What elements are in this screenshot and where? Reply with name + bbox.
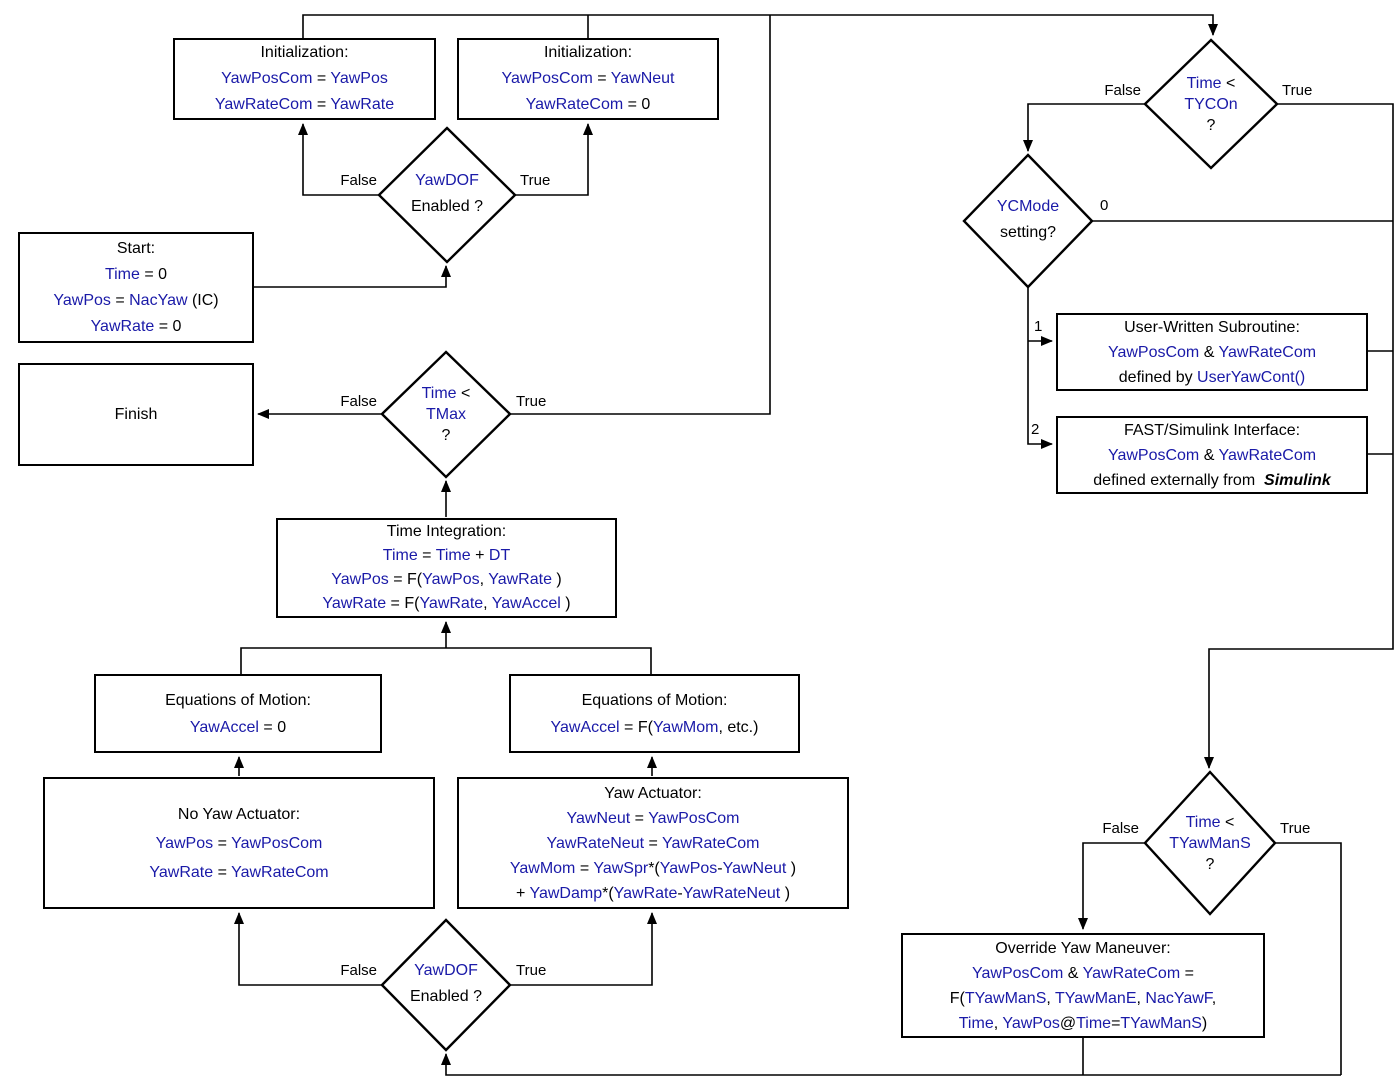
edge-label-yawdof-bottom-true: True (516, 962, 547, 979)
edge-label-tycon-true: True (1282, 82, 1313, 99)
connector-tmax-true-up (509, 15, 771, 415)
text-line: Override Yaw Maneuver: (995, 939, 1171, 957)
text-line: YawPosCom & YawRateCom = (972, 964, 1194, 982)
text-line: F(TYawManS, TYawManE, NacYawF, (949, 989, 1217, 1007)
text-line: YawPos = NacYaw (IC) (53, 291, 219, 309)
text-line: YawPosCom = YawNeut (501, 70, 675, 87)
text-line: YawPos = YawPosCom (155, 834, 323, 852)
box-simulink-interface: FAST/Simulink Interface: YawPosCom & Yaw… (1056, 416, 1368, 494)
connector-yawdof2-true-yawact (509, 912, 657, 986)
edge-label-ycmode-2: 2 (1031, 421, 1040, 438)
connector-ycmode-branch-2 (1027, 286, 1053, 449)
decision-yawdof-bottom (380, 918, 512, 1052)
box-override-yaw-maneuver: Override Yaw Maneuver: YawPosCom & YawRa… (901, 933, 1265, 1038)
connector-start-to-yawdof (253, 265, 451, 288)
connector-yawdof-true-init-right (514, 123, 593, 196)
box-start: Start: Time = 0 YawPos = NacYaw (IC) Yaw… (18, 232, 254, 343)
connector-yawdof2-false-noyaw (234, 912, 383, 986)
text-line: YawPosCom & YawRateCom (1107, 446, 1317, 464)
text-line: YawAccel = 0 (189, 718, 287, 736)
text-line: YawPos = F(YawPos, YawRate ) (331, 571, 562, 588)
text-line: YawPosCom = YawPos (221, 70, 388, 87)
text-line: YawRateCom = 0 (525, 96, 651, 113)
edge-label-tmax-true: True (516, 393, 547, 410)
connector-right-rail-to-tyawmans (1204, 103, 1394, 769)
text-line: Initialization: (260, 44, 349, 61)
text-line: YawNeut = YawPosCom (566, 809, 740, 827)
edge-label-yawdof-top-false: False (340, 172, 377, 189)
text-line: Yaw Actuator: (604, 784, 702, 802)
edge-label-tyawmans-false: False (1102, 820, 1139, 837)
text-line: Time Integration: (386, 523, 507, 540)
box-finish: Finish (18, 363, 254, 466)
edge-label-yawdof-top-true: True (520, 172, 551, 189)
edge-label-tycon-false: False (1104, 82, 1141, 99)
box-initialization-left: Initialization: YawPosCom = YawPos YawRa… (173, 38, 436, 120)
box-time-integration: Time Integration: Time = Time + DT YawPo… (276, 518, 617, 618)
text-line: Finish (114, 405, 158, 423)
text-line: defined by UserYawCont() (1118, 368, 1306, 386)
text-line: Initialization: (543, 44, 633, 61)
text-line: Time = 0 (104, 265, 168, 283)
decision-ycmode (962, 153, 1094, 289)
text-line: Time, YawPos@Time=TYawManS) (958, 1014, 1208, 1032)
text-line: YawRate = F(YawRate, YawAccel ) (322, 595, 571, 612)
box-no-yaw-actuator: No Yaw Actuator: YawPos = YawPosCom YawR… (43, 777, 435, 909)
text-line: YawAccel = F(YawMom, etc.) (550, 718, 759, 736)
edge-label-yawdof-bottom-false: False (340, 962, 377, 979)
box-initialization-right: Initialization: YawPosCom = YawNeut YawR… (457, 38, 719, 120)
box-user-subroutine: User-Written Subroutine: YawPosCom & Yaw… (1056, 313, 1368, 391)
edge-label-tmax-false: False (340, 393, 377, 410)
edge-label-ycmode-0: 0 (1100, 197, 1109, 214)
connector-eom-merge (240, 647, 652, 675)
decision-yawdof-top (377, 126, 517, 264)
text-line: Equations of Motion: (581, 691, 728, 709)
text-line: YawPosCom & YawRateCom (1107, 343, 1317, 361)
connector-top-loop-rail (302, 14, 1218, 42)
text-line: Time = Time + DT (382, 547, 511, 564)
text-line: YawMom = YawSpr*(YawPos-YawNeut ) (509, 859, 797, 877)
text-line: FAST/Simulink Interface: (1123, 421, 1301, 439)
edge-label-ycmode-1: 1 (1034, 318, 1043, 335)
edge-label-tyawmans-true: True (1280, 820, 1311, 837)
connector-tycon-false-ycmode (1023, 103, 1146, 152)
text-line: YawRate = YawRateCom (149, 863, 329, 881)
text-line: YawRate = 0 (90, 317, 182, 335)
decision-time-tmax (380, 350, 512, 479)
decision-time-tyawmans (1143, 770, 1277, 916)
text-line: YawRateNeut = YawRateCom (546, 834, 760, 852)
connector-yawdof-false-init-left (298, 123, 380, 196)
box-yaw-actuator: Yaw Actuator: YawNeut = YawPosCom YawRat… (457, 777, 849, 909)
text-line: User-Written Subroutine: (1124, 318, 1300, 336)
connector-tyawmans-true-down (1274, 842, 1342, 1075)
box-eom-right: Equations of Motion: YawAccel = F(YawMom… (509, 674, 800, 753)
box-eom-left: Equations of Motion: YawAccel = 0 (94, 674, 382, 753)
connector-bottom-rail (441, 1053, 1341, 1076)
text-line: + YawDamp*(YawRate-YawRateNeut ) (515, 884, 791, 902)
connector-tyawmans-false-override (1078, 842, 1146, 930)
text-line: YawRateCom = YawRate (214, 96, 395, 113)
text-line: No Yaw Actuator: (177, 805, 301, 823)
text-line: defined externally from Simulink (1093, 471, 1331, 489)
text-line: Equations of Motion: (165, 691, 311, 709)
decision-time-tycon (1143, 38, 1279, 170)
text-line: Start: (116, 239, 156, 257)
